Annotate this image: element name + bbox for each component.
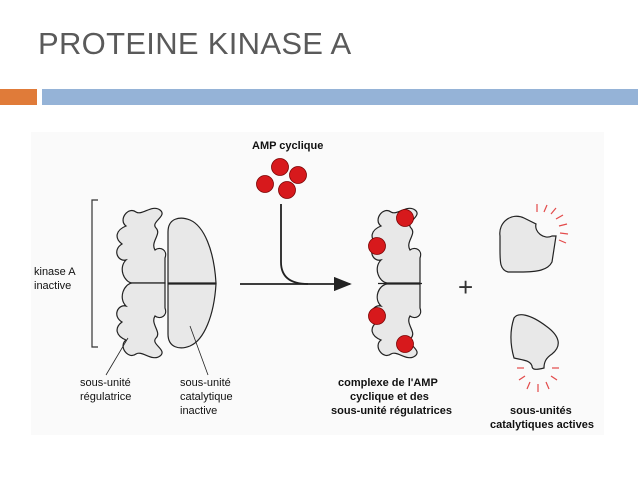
camp-molecule-4 [278,181,296,199]
bound-camp-4 [396,335,414,353]
complex-label-2: cyclique et des [350,391,429,403]
accent-bar-orange [0,89,37,105]
camp-label: AMP cyclique [252,140,323,152]
catalytic-subunit-top [167,217,217,284]
complex-label-3: sous-unité régulatrices [331,405,452,417]
camp-molecule-2 [289,166,307,184]
active-label-2: catalytiques actives [490,419,594,431]
cat-label-3: inactive [180,405,217,417]
inactive-label-2: inactive [34,280,71,292]
active-catalytic-subunit-top [499,204,569,273]
plus-sign: + [458,272,473,302]
complex-regulatory-top [371,207,422,284]
cat-label-2: catalytique [180,391,233,403]
cat-label-1: sous-unité [180,377,231,389]
active-catalytic-subunit-bottom [510,314,559,392]
camp-entry-arrow [280,204,309,285]
active-label-1: sous-unités [510,405,572,417]
reg-label-2: régulatrice [80,391,131,403]
regulatory-subunit-bottom [116,282,167,359]
bound-camp-1 [396,209,414,227]
cat-pointer-line [189,325,209,376]
catalytic-subunit-bottom [167,283,217,349]
accent-bar-blue [42,89,638,105]
inactive-label-1: kinase A [34,266,76,278]
bound-camp-3 [368,307,386,325]
regulatory-subunit-top [116,207,167,284]
inactive-bracket [91,199,98,348]
reg-pointer-line [105,337,129,376]
complex-label-1: complexe de l'AMP [338,377,438,389]
camp-molecule-3 [256,175,274,193]
bound-camp-2 [368,237,386,255]
slide-title: PROTEINE KINASE A [38,26,352,61]
camp-molecule-1 [271,158,289,176]
reg-label-1: sous-unité [80,377,131,389]
